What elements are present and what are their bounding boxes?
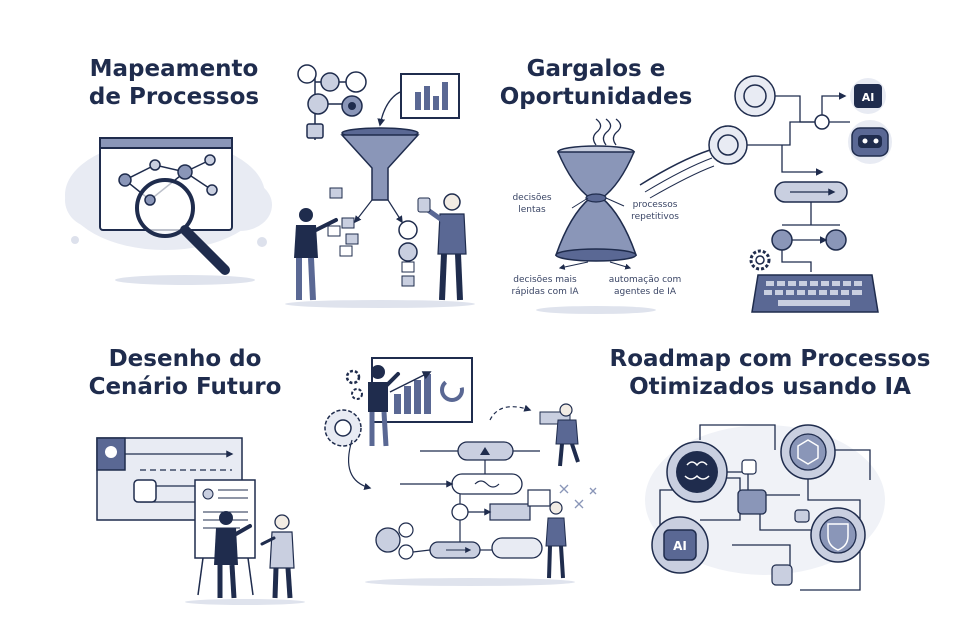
label-repetitive-line2: repetitivos bbox=[631, 212, 679, 222]
person-colleague bbox=[260, 514, 295, 599]
mapping-title-line2: de Processos bbox=[88, 83, 260, 110]
label-automation-line1: automação com bbox=[609, 275, 682, 285]
person-worker bbox=[545, 501, 567, 579]
flow-nodes bbox=[400, 441, 543, 559]
ai-chip-icon: AI bbox=[651, 516, 709, 574]
ai-chip-icon: AI bbox=[850, 78, 886, 114]
future-illustration bbox=[96, 437, 305, 605]
sparkle-icon bbox=[559, 484, 597, 509]
robot-icon bbox=[848, 120, 892, 164]
workflow-illustration bbox=[324, 357, 597, 586]
person-climber bbox=[555, 403, 580, 467]
magnifier-icon bbox=[135, 178, 230, 275]
settings-badge-icon bbox=[324, 409, 362, 447]
label-slow-decisions-line2: lentas bbox=[518, 205, 546, 215]
chart-card bbox=[400, 73, 460, 119]
person-man bbox=[417, 193, 467, 301]
label-slow-decisions-line1: decisões bbox=[512, 193, 551, 203]
label-automation-line2: agentes de IA bbox=[614, 287, 677, 297]
label-repetitive-line1: processos bbox=[633, 200, 678, 210]
hourglass-icon bbox=[554, 145, 638, 262]
shield-icon bbox=[810, 507, 866, 563]
brain-icon bbox=[666, 441, 728, 503]
network-icon bbox=[780, 424, 836, 480]
funnel-illustration bbox=[285, 64, 475, 308]
ai-chip-text: AI bbox=[673, 539, 687, 553]
future-title: Desenho do Cenário Futuro bbox=[80, 346, 290, 401]
future-title-line2: Cenário Futuro bbox=[88, 373, 282, 400]
bottlenecks-title-line2: Oportunidades bbox=[499, 83, 693, 110]
bottlenecks-title: Gargalos e Oportunidades bbox=[486, 56, 706, 111]
label-faster-decisions-line1: decisões mais bbox=[513, 275, 577, 285]
cluster-icon bbox=[375, 522, 431, 560]
mapping-illustration bbox=[65, 137, 272, 285]
ai-network-illustration: AI bbox=[708, 75, 892, 313]
mapping-title-line1: Mapeamento bbox=[89, 56, 259, 82]
roadmap-title: Roadmap com Processos Otimizados usando … bbox=[600, 346, 940, 401]
keyboard-icon bbox=[751, 274, 879, 313]
future-title-line1: Desenho do bbox=[108, 346, 262, 372]
hourglass-illustration: decisões lentas processos repetitivos de… bbox=[511, 118, 715, 314]
roadmap-illustration: AI bbox=[645, 424, 885, 591]
ai-chip-text: AI bbox=[862, 91, 875, 104]
person-woman bbox=[294, 208, 338, 301]
funnel-icon bbox=[340, 127, 420, 201]
label-faster-decisions-line2: rápidas com IA bbox=[511, 287, 579, 297]
roadmap-title-line1: Roadmap com Processos bbox=[609, 346, 931, 372]
roadmap-title-line2: Otimizados usando IA bbox=[629, 373, 911, 400]
mapping-title: Mapeamento de Processos bbox=[74, 56, 274, 111]
bottlenecks-title-line1: Gargalos e bbox=[526, 56, 666, 82]
person-analyst bbox=[368, 365, 400, 447]
gear-icon bbox=[749, 249, 771, 271]
person-presenter bbox=[214, 511, 252, 599]
gear-icon bbox=[345, 369, 363, 400]
